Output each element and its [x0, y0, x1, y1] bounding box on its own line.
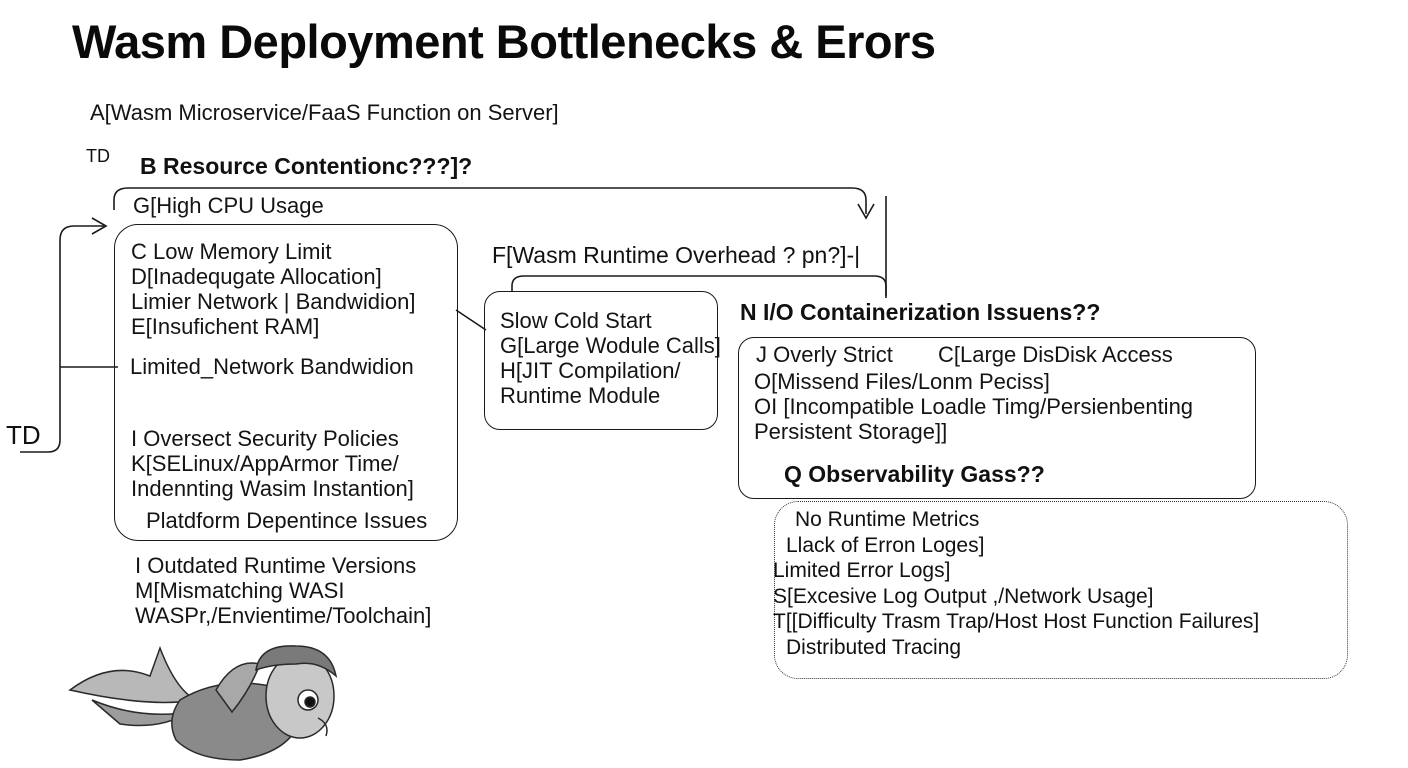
connector-f-bracket — [511, 275, 887, 296]
obs-line: No Runtime Metrics — [795, 508, 980, 531]
node-q-label: Q Observability Gass?? — [784, 461, 1045, 487]
resource-box — [114, 224, 458, 541]
obs-line: Limited Error Logs] — [773, 559, 951, 582]
io-box — [738, 337, 1256, 499]
resource-line: Limier Network | Bandwidion] — [131, 289, 416, 314]
connector-td-loop — [20, 225, 104, 453]
connector-arrowhead-top — [857, 203, 875, 220]
runtime-lines: Slow Cold Start G[Large Wodule Calls] H[… — [500, 308, 721, 408]
io-line1-right: C[Large DisDisk Access — [938, 342, 1173, 367]
connector-top-bracket — [113, 187, 867, 214]
io-line: OI [Incompatible Loadle Timg/Persienbent… — [754, 394, 1194, 419]
obs-line: T[[Difficulty Trasm Trap/Host Host Funct… — [773, 610, 1260, 633]
platform-label: Platdform Depentince Issues — [146, 508, 428, 533]
node-n-label: N I/O Containerization Issuens?? — [740, 299, 1101, 325]
resource-line: C Low Memory Limit — [131, 239, 332, 264]
security-line: Indennting Wasim Instantion] — [131, 476, 414, 501]
runtime-line: Runtime Module — [500, 383, 661, 408]
runtime-line: Slow Cold Start — [500, 308, 652, 333]
security-line: I Oversect Security Policies — [131, 426, 399, 451]
security-lines: I Oversect Security Policies K[SELinux/A… — [131, 426, 414, 501]
node-a-label: A[Wasm Microservice/FaaS Function on Ser… — [90, 100, 559, 125]
outdated-line: M[Mismatching WASI — [135, 578, 345, 603]
node-g-label: G[High CPU Usage — [133, 193, 324, 218]
obs-line: Distributed Tracing — [786, 635, 962, 659]
limited-network-label: Limited_Network Bandwidion — [130, 354, 414, 379]
runtime-line: G[Large Wodule Calls] — [500, 333, 721, 358]
io-lines: O[Missend Files/Lonm Peciss] OI [Incompa… — [754, 369, 1193, 444]
io-line: Persistent Storage]] — [754, 419, 948, 444]
obs-line: Llack of Erron Loges] — [786, 533, 985, 557]
obs-line: S[Excesive Log Output ,/Network Usage] — [773, 584, 1154, 608]
resource-line: D[Inadequgate Allocation] — [131, 264, 382, 289]
outdated-line: WASPr,/Envientime/Toolchain] — [135, 603, 432, 628]
td-top-label: TD — [86, 146, 110, 166]
observability-lines: No Runtime Metrics Llack of Erron Loges]… — [773, 507, 1259, 660]
io-line: O[Missend Files/Lonm Peciss] — [754, 369, 1050, 394]
outdated-lines: I Outdated Runtime Versions M[Mismatchin… — [135, 553, 431, 628]
connector-arrowhead-left — [91, 217, 108, 235]
security-line: K[SELinux/AppArmor Time/ — [131, 451, 399, 476]
io-line1-left: J Overly Strict — [756, 342, 893, 367]
observability-box — [774, 501, 1348, 679]
connector-resource-runtime — [455, 309, 487, 331]
page-title: Wasm Deployment Bottlenecks & Erors — [72, 15, 936, 68]
resource-lines: C Low Memory Limit D[Inadequgate Allocat… — [131, 239, 416, 339]
runtime-box — [484, 291, 718, 430]
resource-line: E[Insufichent RAM] — [131, 314, 320, 339]
node-f-label: F[Wasm Runtime Overhead ? pn?]-| — [492, 242, 861, 268]
outdated-line: I Outdated Runtime Versions — [135, 553, 417, 578]
node-b-label: B Resource Contentionc???]? — [140, 153, 473, 179]
runtime-line: H[JIT Compilation/ — [500, 358, 681, 383]
td-left-label: TD — [6, 420, 41, 450]
